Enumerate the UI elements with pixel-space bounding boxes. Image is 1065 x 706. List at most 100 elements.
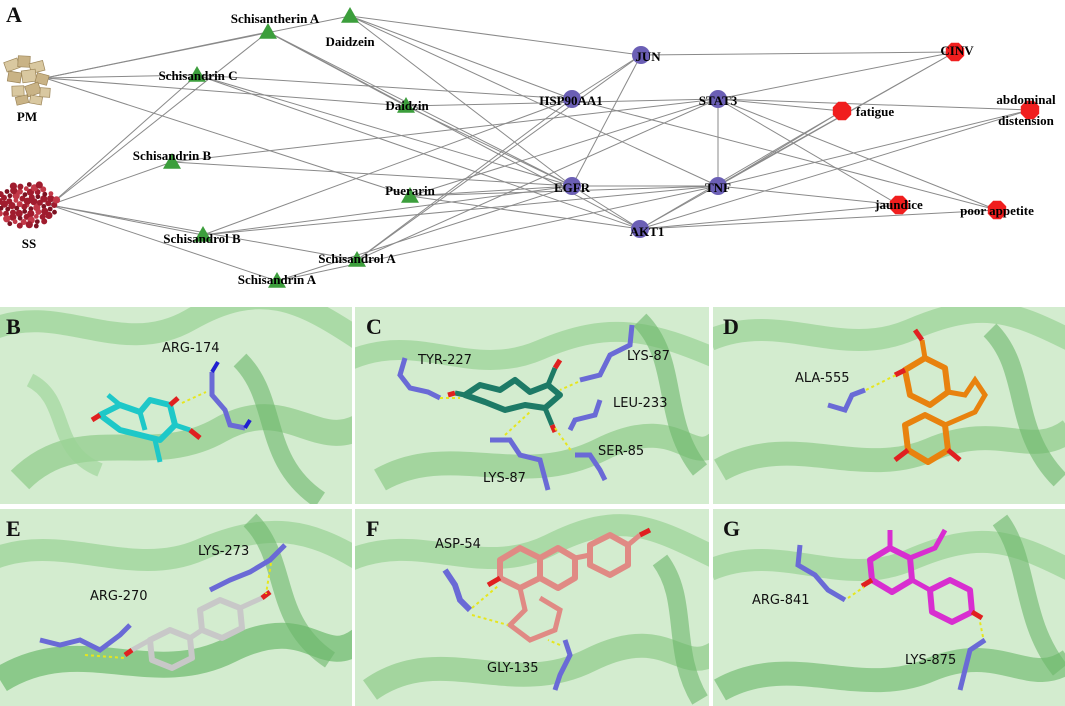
edge-ss-schisandrin_a [49, 204, 278, 282]
ligand-e [123, 590, 272, 671]
symptom-node-cinv [945, 42, 965, 62]
residues-f [442, 568, 573, 691]
herb-label-pm: PM [17, 109, 37, 124]
edge-hsp90aa1-jun [571, 54, 642, 100]
docking-panel-c: C TYR-227 LYS-87 LEU-233 SER-85 LYS-87 [355, 307, 709, 504]
compound-node-daidzin [397, 97, 415, 113]
label-jun: JUN [635, 49, 661, 64]
label-fatigue: fatigue [856, 104, 895, 119]
edge-daidzein-egfr [349, 15, 573, 187]
target-node-akt1 [631, 220, 649, 238]
panel-letter-c: C [366, 314, 382, 339]
edge-daidzin-egfr [405, 105, 573, 187]
label-hsp90aa1: HSP90AA1 [539, 93, 603, 108]
label-schisandrin-b: Schisandrin B [133, 148, 212, 163]
edge-hsp90aa1-poor_appetite [571, 98, 998, 211]
edge-egfr-akt1 [571, 185, 641, 230]
label-akt1: AKT1 [630, 224, 665, 239]
network-edges [44, 15, 1031, 282]
edge-stat3-poor_appetite [717, 98, 998, 211]
label-cinv: CINV [940, 43, 974, 58]
docking-panel-f: F ASP-54 GLY-135 [355, 509, 709, 706]
compound-node-schisandrin_b [163, 153, 181, 169]
panel-letter-b: B [6, 314, 21, 339]
edge-ss-schisandrin_c [49, 74, 198, 206]
edge-schisandrol_b-hsp90aa1 [202, 98, 573, 236]
edge-schisandrol_a-jun [356, 54, 642, 261]
residues-e [39, 543, 287, 659]
edge-jun-egfr [571, 54, 642, 187]
edge-tnf-jaundice [717, 185, 900, 206]
edge-puerarin-stat3 [409, 98, 719, 197]
compound-node-daidzein [341, 7, 359, 23]
target-node-tnf [709, 177, 727, 195]
label-egfr: EGFR [554, 180, 591, 195]
residue-ala-555 [827, 373, 899, 414]
compound-node-schisantherin_a [259, 23, 277, 39]
edge-daidzein-hsp90aa1 [349, 15, 573, 100]
residue-label-f-0: ASP-54 [435, 537, 481, 552]
edge-ss-schisandrin_b [49, 161, 173, 206]
edge-schisandrin_c-akt1 [196, 74, 641, 230]
compound-node-schisandrin_c [188, 66, 206, 82]
target-node-hsp90aa1 [563, 90, 581, 108]
label-schisantherin-a: Schisantherin A [231, 11, 320, 26]
panel-a-network: A PM SS Schisantherin A Daidzein Schisan… [0, 2, 1056, 288]
edge-pm-daidzein [44, 15, 351, 79]
edge-akt1-fatigue [639, 110, 843, 230]
label-schisandrol-a: Schisandrol A [318, 251, 396, 266]
label-schisandrin-a: Schisandrin A [238, 272, 317, 287]
label-daidzein: Daidzein [325, 34, 375, 49]
residue-label-c-4: LYS-87 [483, 471, 526, 486]
docking-panel-e: E LYS-273 ARG-270 [0, 509, 352, 706]
edge-stat3-cinv [717, 51, 956, 100]
symptom-node-abdominal_distension [1020, 100, 1040, 120]
symptom-node-fatigue [832, 101, 852, 121]
edge-schisantherin_a-egfr [267, 31, 573, 187]
edge-daidzein-jun [349, 15, 642, 56]
edge-schisandrin_a-egfr [276, 185, 573, 282]
label-abdominal: abdominal [996, 92, 1056, 107]
compound-node-schisandrin_a [268, 272, 286, 288]
compound-node-schisandrol_b [194, 226, 212, 242]
panel-letter-e: E [6, 516, 21, 541]
edge-schisandrin_b-egfr [171, 161, 573, 187]
residue-label-c-2: LEU-233 [613, 396, 667, 411]
panel-letter-g: G [723, 516, 740, 541]
edge-ss-schisantherin_a [49, 31, 269, 206]
edge-akt1-cinv [639, 51, 956, 230]
label-tnf: TNF [705, 180, 731, 195]
edge-schisandrol_b-egfr [202, 185, 573, 236]
residue-label-b-0: ARG-174 [162, 341, 220, 356]
ligand-g [860, 528, 984, 625]
target-node-egfr [563, 177, 581, 195]
edge-puerarin-tnf [409, 185, 719, 197]
residues-c [397, 324, 635, 491]
edge-akt1-abdominal_distension [639, 109, 1031, 230]
ligand-f [486, 527, 652, 643]
residue-label-c-1: LYS-87 [627, 349, 670, 364]
edge-stat3-fatigue [717, 98, 843, 112]
residues-g [795, 544, 987, 691]
ligand-d [893, 328, 988, 465]
label-schisandrol-b: Schisandrol B [163, 231, 241, 246]
protein-background-d [713, 307, 1065, 504]
edge-schisandrol_b-tnf [202, 185, 719, 236]
protein-background-f [355, 509, 709, 706]
edge-daidzein-tnf [349, 15, 719, 187]
residue-label-d-0: ALA-555 [795, 371, 850, 386]
label-jaundice: jaundice [874, 197, 923, 212]
residue-label-c-0: TYR-227 [417, 353, 472, 368]
edge-puerarin-egfr [409, 185, 573, 197]
edge-pm-puerarin [44, 77, 411, 197]
ligand-b [90, 393, 202, 463]
edge-schisantherin_a-akt1 [267, 31, 641, 230]
herb-pm-image [3, 55, 51, 106]
residue-label-g-0: ARG-841 [752, 593, 810, 608]
edge-schisandrol_a-hsp90aa1 [356, 98, 573, 261]
target-node-jun [632, 46, 650, 64]
docking-panel-b: B ARG-174 [0, 307, 352, 504]
compound-node-schisandrol_a [348, 251, 366, 267]
edge-pm-schisandrin_c [44, 74, 198, 79]
edge-akt1-poor_appetite [639, 209, 998, 230]
